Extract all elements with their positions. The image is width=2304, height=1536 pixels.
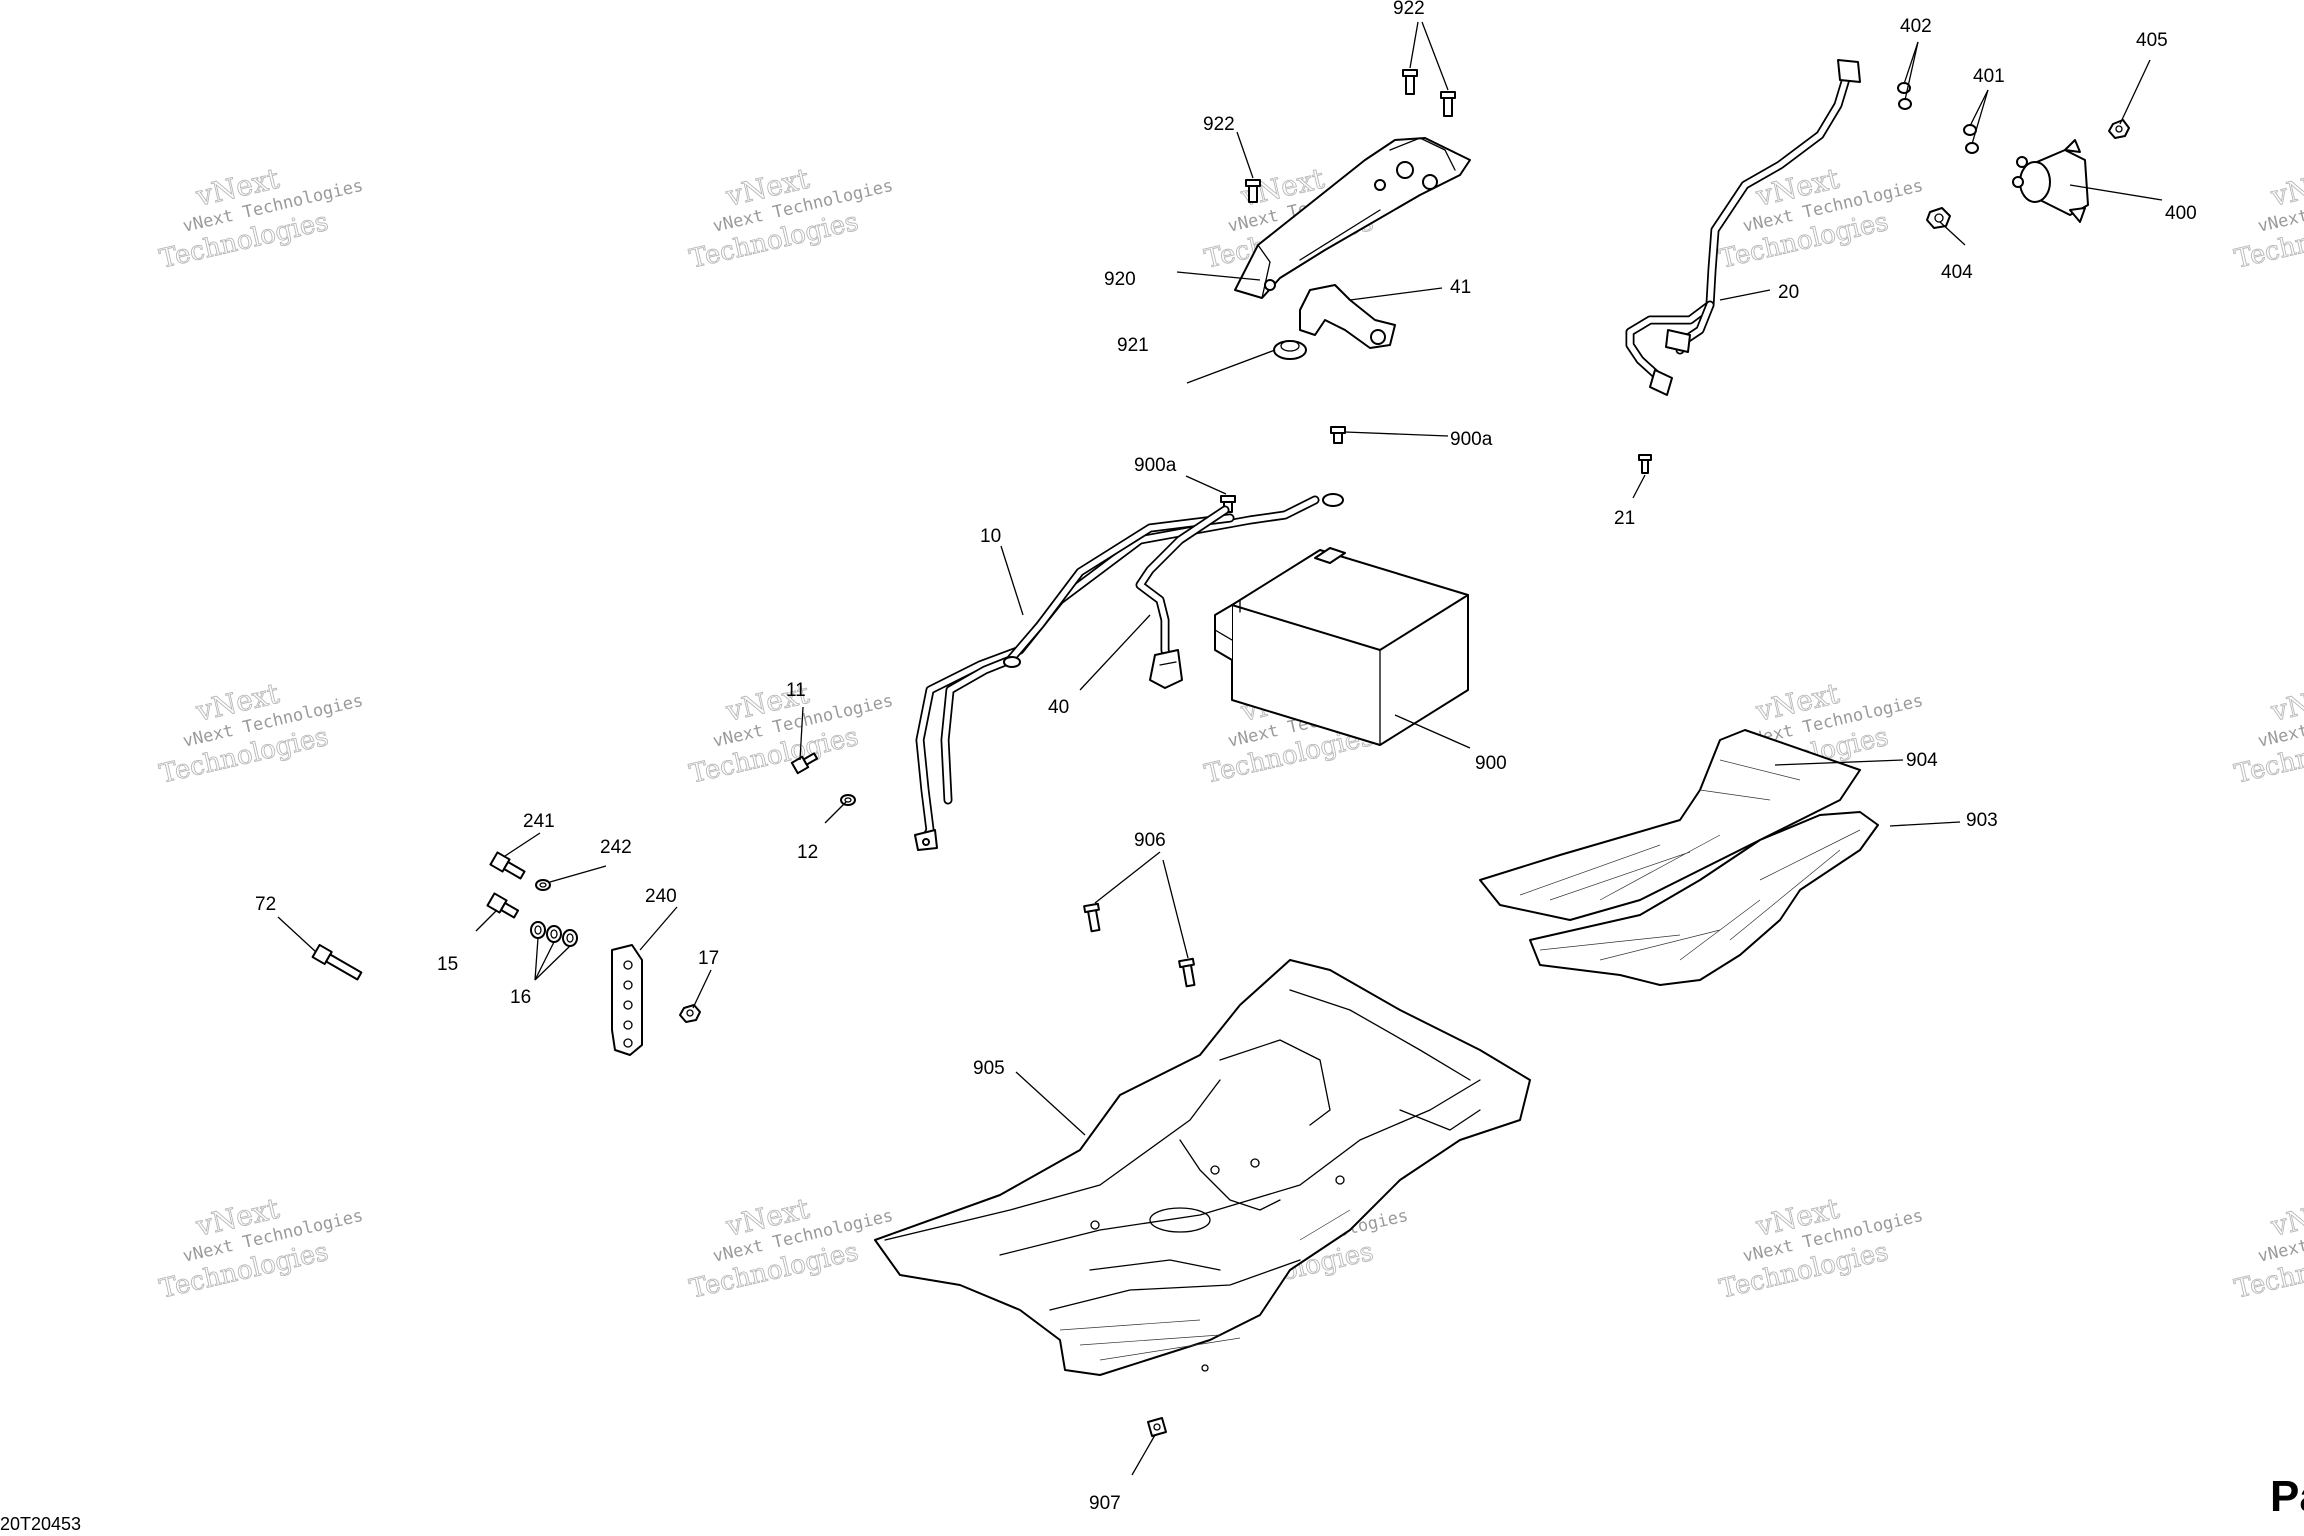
grommet-921 — [1273, 340, 1307, 360]
nut-402 — [1897, 82, 1912, 110]
battery-cable-40 — [1135, 505, 1230, 689]
svg-text:vNext: vNext — [2267, 162, 2304, 213]
nut-404 — [1926, 207, 1951, 229]
callout-labels: 922 922 920 41 921 900a 900a 10 40 900 1… — [255, 0, 2197, 1514]
battery-cable-10 — [914, 493, 1344, 851]
callout-12: 12 — [797, 842, 818, 863]
callout-921: 921 — [1117, 335, 1149, 356]
callout-903: 903 — [1966, 810, 1998, 831]
washer-242 — [535, 879, 551, 891]
watermark: vNext vNext Technologies Technologies — [2231, 676, 2304, 790]
watermark: vNext vNext Technologies Technologies — [156, 676, 365, 790]
bolt-922-pair — [1245, 69, 1456, 203]
screw-906-left — [1083, 902, 1101, 933]
heat-shield-903 — [1529, 811, 1879, 986]
callout-922: 922 — [1203, 114, 1235, 135]
callout-900a-right: 900a — [1450, 429, 1493, 450]
bracket-41 — [1299, 284, 1396, 349]
leader-lines — [277, 21, 2163, 1476]
callout-17: 17 — [698, 948, 719, 969]
callout-15: 15 — [437, 954, 458, 975]
callout-21: 21 — [1614, 508, 1635, 529]
callout-402: 402 — [1900, 16, 1932, 37]
callout-404: 404 — [1941, 262, 1973, 283]
nut-405 — [2108, 119, 2130, 139]
washer-12 — [840, 794, 856, 806]
screw-15 — [486, 892, 520, 919]
nut-17 — [679, 1004, 701, 1023]
watermark: vNext vNext Technologies Technologies — [686, 676, 895, 790]
callout-20: 20 — [1778, 282, 1799, 303]
callout-904: 904 — [1906, 750, 1938, 771]
screw-241 — [489, 851, 526, 880]
bolt-72 — [311, 943, 363, 981]
page-mark: Pa — [2270, 1472, 2304, 1521]
cable-20 — [1625, 59, 1861, 396]
heat-shield-904 — [1479, 729, 1861, 921]
watermark: vNext vNext Technologies Technologies — [1716, 1191, 1925, 1305]
watermark: vNext vNext Technologies Technologies — [686, 161, 895, 275]
callout-905: 905 — [973, 1058, 1005, 1079]
callout-907: 907 — [1089, 1493, 1121, 1514]
screw-906-right — [1178, 957, 1196, 988]
callout-11: 11 — [786, 680, 806, 701]
callout-922-top: 922 — [1393, 0, 1425, 19]
callout-41: 41 — [1450, 277, 1471, 298]
watermark: vNext vNext Technologies Technologies — [2231, 1191, 2304, 1305]
screw-21 — [1638, 454, 1652, 474]
callout-906: 906 — [1134, 830, 1166, 851]
callout-920: 920 — [1104, 269, 1136, 290]
battery-900 — [1214, 547, 1469, 746]
svg-text:vNext: vNext — [2267, 1192, 2304, 1243]
svg-text:vNext: vNext — [2267, 677, 2304, 728]
callout-10: 10 — [980, 526, 1001, 547]
battery-tray-905 — [874, 959, 1531, 1376]
callout-401: 401 — [1973, 66, 2005, 87]
watermark: vNext vNext Technologies Technologies — [2231, 161, 2304, 275]
solenoid-400 — [2012, 139, 2089, 223]
diagram-code: 20T20453 — [0, 1514, 82, 1534]
callout-241: 241 — [523, 811, 555, 832]
battery-bracket-920 — [1234, 137, 1471, 299]
plate-240 — [611, 944, 643, 1056]
callout-240: 240 — [645, 886, 677, 907]
screw-11 — [790, 752, 819, 775]
callout-16: 16 — [510, 987, 531, 1008]
callout-405: 405 — [2136, 30, 2168, 51]
callout-400: 400 — [2165, 203, 2197, 224]
callout-242: 242 — [600, 837, 632, 858]
callout-900: 900 — [1475, 753, 1507, 774]
screw-900a-right — [1330, 426, 1346, 444]
callout-72: 72 — [255, 894, 276, 915]
callout-900a-left: 900a — [1134, 455, 1177, 476]
watermark: vNext vNext Technologies Technologies — [156, 1191, 365, 1305]
watermark: vNext vNext Technologies Technologies — [156, 161, 365, 275]
callout-40: 40 — [1048, 697, 1069, 718]
clip-907 — [1147, 1417, 1167, 1437]
watermark: vNext vNext Technologies Technologies — [686, 1191, 895, 1305]
watermark: vNext vNext Technologies Technologies — [1716, 161, 1925, 275]
